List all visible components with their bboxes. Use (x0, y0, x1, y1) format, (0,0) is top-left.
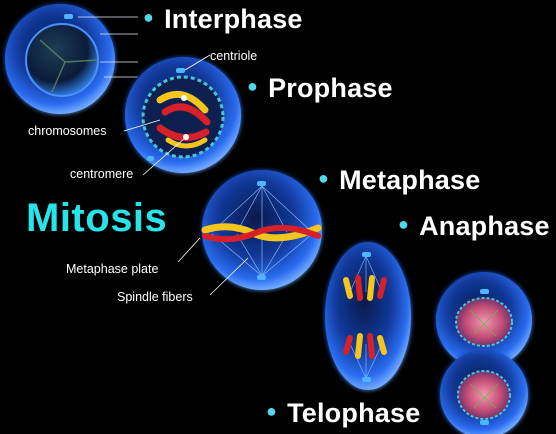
phase-label-telophase: ● Telophase (266, 398, 420, 429)
phase-label-anaphase: ● Anaphase (398, 211, 550, 242)
metaphase-cell (178, 170, 322, 295)
phase-label-interphase: ● Interphase (143, 4, 303, 35)
callout-spindle-fibers: Spindle fibers (117, 290, 193, 304)
prophase-cell (124, 55, 241, 175)
interphase-cell (5, 4, 138, 114)
bullet-icon: ● (266, 401, 277, 422)
diagram-title: Mitosis (26, 196, 167, 241)
telophase-text: Telophase (287, 398, 420, 428)
anaphase-text: Anaphase (419, 211, 550, 241)
callout-centriole: centriole (210, 49, 257, 63)
bullet-icon: ● (318, 168, 329, 189)
callout-metaphase-plate: Metaphase plate (66, 262, 158, 276)
prophase-text: Prophase (268, 73, 393, 103)
callout-chromosomes: chromosomes (28, 124, 107, 138)
bullet-icon: ● (143, 7, 154, 28)
bullet-icon: ● (247, 76, 258, 97)
metaphase-text: Metaphase (339, 165, 480, 195)
callout-centromere: centromere (70, 167, 133, 181)
phase-label-prophase: ● Prophase (247, 73, 393, 104)
anaphase-cell (325, 242, 411, 390)
phase-label-metaphase: ● Metaphase (318, 165, 480, 196)
bullet-icon: ● (398, 214, 409, 235)
interphase-text: Interphase (164, 4, 303, 34)
telophase-cell (436, 272, 532, 434)
